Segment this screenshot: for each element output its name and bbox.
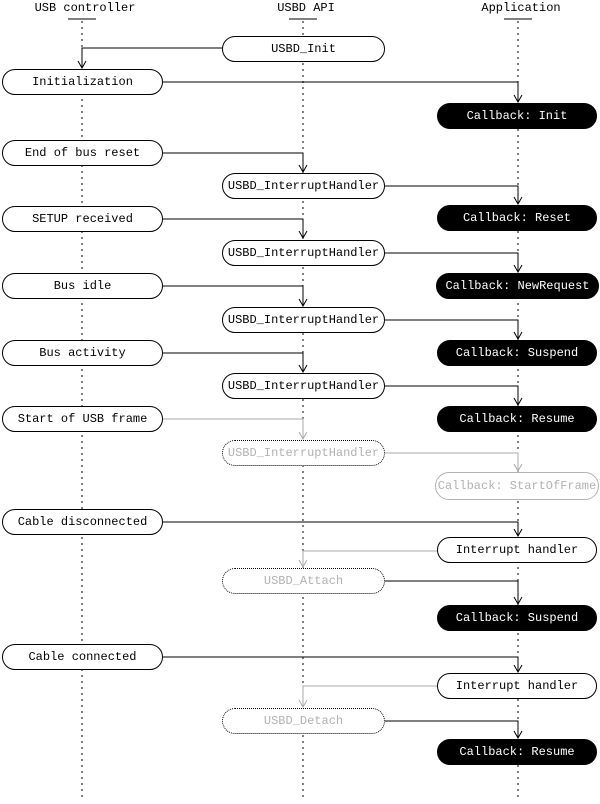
arrowhead-down-icon (513, 94, 523, 104)
connector-setupreceived-to-ih2 (163, 218, 308, 240)
node-usbd-interrupthandler-1: USBD_InterruptHandler (222, 173, 385, 199)
column-header-usb-controller: USB controller (34, 1, 136, 15)
node-callback-reset: Callback: Reset (437, 205, 597, 231)
node-callback-resume-2: Callback: Resume (437, 739, 597, 765)
connector-line (385, 452, 519, 471)
connector-interrupthandler2-to-usbddetach (298, 685, 437, 709)
arrowhead-down-icon (513, 730, 523, 740)
connector-line (163, 285, 304, 306)
connector-ih2-to-cbnewrequest (385, 252, 523, 274)
connector-line (163, 81, 519, 102)
node-usbd-detach-inactive: USBD_Detach (222, 708, 385, 734)
connector-cableconnected-to-interrupthandler2 (163, 656, 523, 674)
node-usbd-attach-inactive: USBD_Attach (222, 568, 385, 594)
node-callback-init: Callback: Init (437, 103, 597, 129)
column-header-usbd-api: USBD API (277, 1, 335, 15)
node-callback-newrequest: Callback: NewRequest (436, 273, 599, 299)
lifeline-usbd-api (289, 18, 317, 798)
node-interrupt-handler-2: Interrupt handler (437, 673, 597, 699)
connector-usbdinit-to-initialization (77, 47, 222, 70)
node-usbd-interrupthandler-3: USBD_InterruptHandler (222, 307, 385, 333)
connector-line (385, 252, 519, 272)
arrowhead-down-icon (513, 331, 523, 341)
node-callback-suspend-2: Callback: Suspend (437, 605, 597, 631)
connector-line (385, 720, 519, 738)
connector-interrupthandler1-to-usbdattach (298, 550, 437, 569)
node-callback-suspend: Callback: Suspend (437, 340, 597, 366)
connector-line (163, 521, 519, 536)
arrowhead-down-icon (298, 699, 308, 709)
connector-ih4-to-cbresume (385, 385, 523, 407)
node-initialization: Initialization (2, 69, 163, 95)
node-callback-resume: Callback: Resume (437, 406, 597, 432)
arrowhead-down-icon (77, 60, 87, 70)
column-header-application: Application (481, 1, 561, 15)
connector-line (385, 385, 519, 405)
node-cable-disconnected: Cable disconnected (2, 509, 163, 535)
node-usbd-interrupthandler-4: USBD_InterruptHandler (222, 373, 385, 399)
connector-line (163, 218, 304, 238)
arrowhead-down-icon (298, 230, 308, 240)
arrowhead-down-icon (513, 397, 523, 407)
arrowhead-down-icon (513, 463, 523, 473)
connector-line (385, 319, 519, 339)
arrowhead-down-icon (298, 298, 308, 308)
node-usbd-interrupthandler-5-inactive: USBD_InterruptHandler (222, 440, 385, 466)
arrowhead-down-icon (513, 596, 523, 606)
node-callback-startofframe-inactive: Callback: StartOfFrame (435, 472, 599, 500)
node-bus-idle: Bus idle (2, 273, 163, 299)
connector-startofusbframe-to-ih5 (163, 418, 308, 441)
connector-line (163, 152, 304, 172)
node-bus-activity: Bus activity (2, 340, 163, 366)
connector-busactivity-to-ih4 (163, 352, 308, 374)
connector-line (385, 185, 519, 204)
connector-line (163, 656, 519, 672)
node-usbd-interrupthandler-2: USBD_InterruptHandler (222, 240, 385, 266)
connector-initialization-to-cbinit (163, 81, 523, 104)
lifeline-application (504, 18, 532, 798)
connector-line (302, 550, 437, 567)
connector-ih5-to-cbstartofframe (385, 452, 523, 473)
connector-usbdattach-to-cbsuspend2 (385, 580, 523, 606)
connector-endofbusreset-to-ih1 (163, 152, 308, 174)
arrowhead-down-icon (298, 559, 308, 569)
lifeline-usb-controller (68, 18, 96, 798)
connector-cabledisconnected-to-interrupthandler1 (163, 521, 523, 538)
connector-line (302, 685, 437, 707)
arrowhead-down-icon (513, 528, 523, 538)
node-interrupt-handler-1: Interrupt handler (437, 537, 597, 563)
connector-ih3-to-cbsuspend (385, 319, 523, 341)
arrowhead-down-icon (298, 364, 308, 374)
node-usbd-init: USBD_Init (222, 36, 385, 62)
arrowhead-down-icon (513, 196, 523, 206)
arrowhead-down-icon (298, 164, 308, 174)
arrowhead-down-icon (298, 431, 308, 441)
connector-line (385, 580, 519, 604)
connector-usbddetach-to-cbresume2 (385, 720, 523, 740)
connector-line (163, 418, 304, 439)
arrowhead-down-icon (513, 664, 523, 674)
connector-line (81, 47, 222, 68)
connector-ih1-to-cbreset (385, 185, 523, 206)
connector-line (163, 352, 304, 372)
node-start-of-usb-frame: Start of USB frame (2, 406, 163, 432)
node-cable-connected: Cable connected (2, 644, 163, 670)
arrowhead-down-icon (513, 264, 523, 274)
node-end-of-bus-reset: End of bus reset (2, 140, 163, 166)
connector-busidle-to-ih3 (163, 285, 308, 308)
node-setup-received: SETUP received (2, 206, 163, 232)
